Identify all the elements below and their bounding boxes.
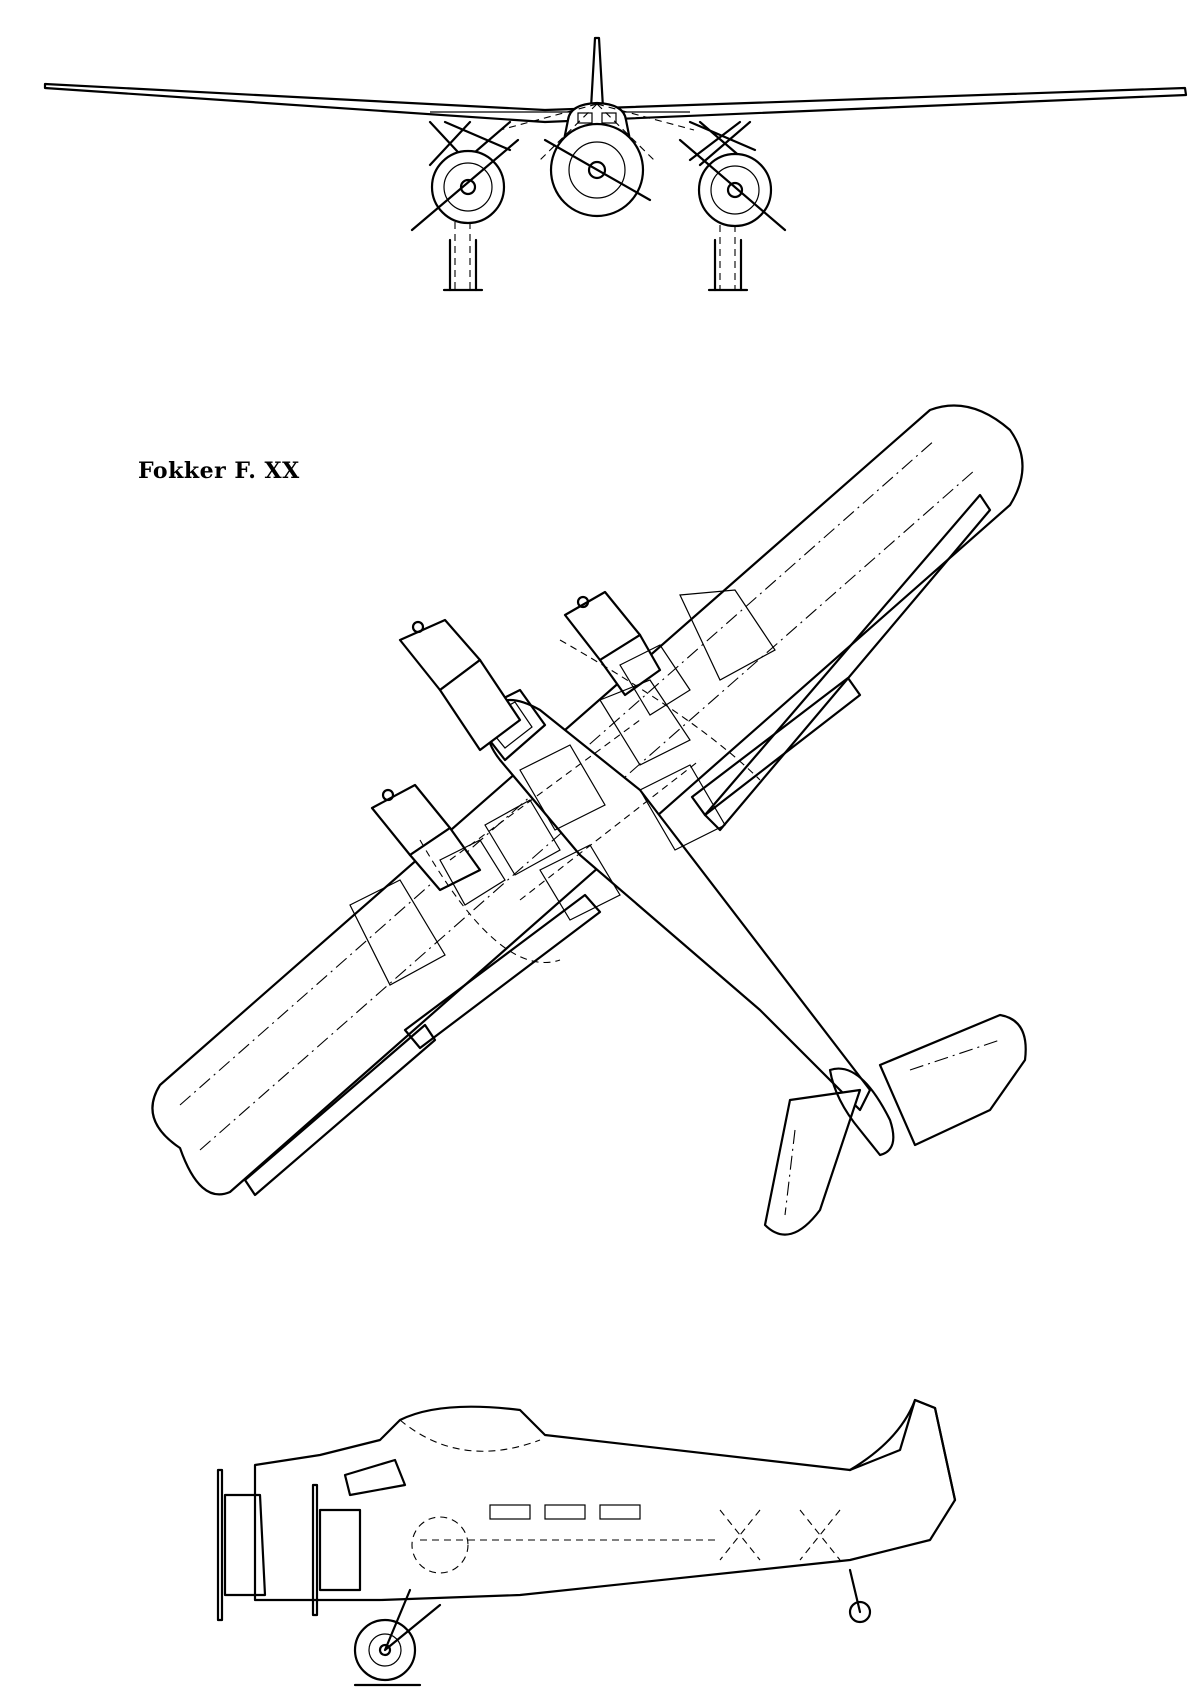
front-center-propeller (543, 138, 652, 202)
front-fin (589, 36, 605, 110)
side-fuselage (253, 1398, 957, 1602)
drawing-title: Fokker F. XX (138, 458, 300, 484)
side-propeller (216, 1468, 224, 1622)
plan-aileron-right (703, 493, 992, 832)
plan-aileron-left (243, 1023, 437, 1197)
front-right-propeller (678, 138, 787, 232)
plan-horizontal-stabilizer-right (878, 1013, 1027, 1147)
plan-fin (828, 1067, 895, 1157)
front-left-engine (430, 149, 506, 225)
side-cabin-windows (489, 1504, 641, 1520)
front-landing-gear (442, 222, 749, 292)
plan-engine-nacelles (370, 590, 662, 892)
front-view (43, 36, 1188, 292)
plan-fuselage (485, 698, 872, 1112)
plan-tail (763, 1013, 1027, 1236)
plan-wing (151, 404, 1024, 1196)
front-wing (43, 82, 1188, 124)
side-nose-engine (223, 1493, 267, 1597)
plan-view (151, 404, 1027, 1236)
plan-fuel-tanks (349, 589, 776, 986)
side-landing-gear (353, 1568, 872, 1687)
front-left-propeller (410, 138, 520, 232)
side-fin (848, 1398, 957, 1502)
plan-horizontal-stabilizer-left (763, 1088, 862, 1236)
side-view (216, 1398, 957, 1687)
